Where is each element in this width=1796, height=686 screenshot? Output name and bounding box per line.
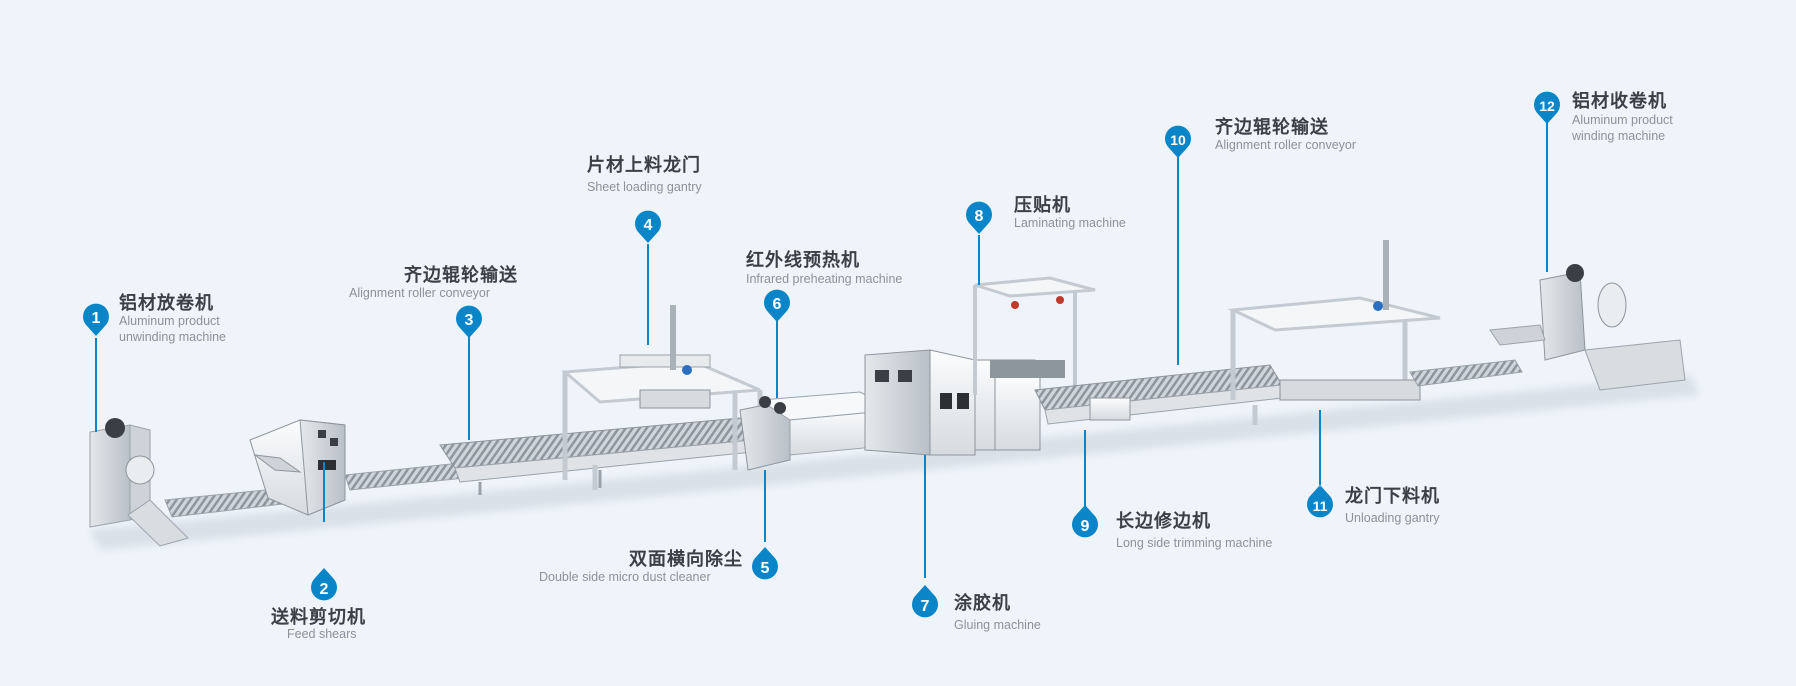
station-6-subtitle: Infrared preheating machine	[746, 272, 903, 286]
station-12-subtitle-line2: winding machine	[1572, 129, 1666, 143]
leader-lines	[95, 123, 1548, 578]
station-1-subtitle-line1: Aluminum product	[119, 314, 220, 328]
svg-text:5: 5	[761, 560, 770, 577]
station-9-title: 长边修边机	[1116, 511, 1211, 532]
svg-text:4: 4	[644, 217, 653, 234]
svg-text:1: 1	[92, 310, 101, 327]
station-7-title: 涂胶机	[954, 593, 1011, 614]
svg-text:8: 8	[975, 208, 984, 225]
station-marker-12: 12	[1534, 91, 1560, 124]
station-11-subtitle: Unloading gantry	[1345, 511, 1440, 525]
station-marker-5: 5	[752, 547, 778, 580]
station-11-title: 龙门下料机	[1345, 486, 1440, 507]
svg-text:3: 3	[465, 312, 474, 329]
station-2-subtitle: Feed shears	[287, 627, 357, 641]
svg-text:7: 7	[921, 598, 930, 615]
station-marker-8: 8	[966, 201, 992, 234]
station-2-title: 送料剪切机	[271, 607, 366, 628]
station-4-subtitle: Sheet loading gantry	[587, 180, 702, 194]
svg-text:10: 10	[1170, 132, 1186, 148]
alignment-conveyor-2	[1034, 364, 1283, 425]
station-marker-3: 3	[456, 305, 482, 338]
station-5-subtitle: Double side micro dust cleaner	[539, 570, 711, 584]
svg-text:2: 2	[320, 581, 329, 598]
laminating-machine	[973, 276, 1096, 451]
station-10-title: 齐边辊轮输送	[1215, 117, 1329, 138]
station-8-subtitle: Laminating machine	[1014, 216, 1126, 230]
unloading-gantry	[1227, 240, 1441, 425]
station-1-subtitle-line2: unwinding machine	[119, 330, 227, 344]
station-10-subtitle: Alignment roller conveyor	[1215, 138, 1357, 152]
exit-conveyor	[1409, 359, 1523, 387]
station-8-title: 压贴机	[1014, 195, 1071, 216]
station-9-subtitle: Long side trimming machine	[1116, 536, 1273, 550]
station-marker-9: 9	[1072, 505, 1098, 538]
unwinder-machine	[89, 418, 189, 547]
svg-text:11: 11	[1313, 498, 1328, 514]
station-marker-6: 6	[764, 289, 790, 322]
station-3-subtitle: Alignment roller conveyor	[349, 286, 491, 300]
station-marker-1: 1	[83, 303, 109, 336]
station-5-title: 双面横向除尘	[629, 549, 743, 570]
station-1-title: 铝材放卷机	[119, 293, 214, 314]
station-4-title: 片材上料龙门	[587, 155, 701, 176]
station-3-title: 齐边辊轮输送	[404, 265, 518, 286]
station-marker-11: 11	[1307, 485, 1333, 518]
svg-text:9: 9	[1081, 518, 1090, 535]
station-marker-4: 4	[635, 210, 661, 243]
svg-text:6: 6	[773, 296, 782, 313]
loading-gantry	[561, 305, 763, 490]
feed-shears	[249, 419, 346, 516]
station-6-title: 红外线预热机	[746, 250, 860, 271]
station-marker-2: 2	[311, 568, 337, 601]
station-7-subtitle: Gluing machine	[954, 618, 1041, 632]
station-marker-7: 7	[912, 585, 938, 618]
station-12-title: 铝材收卷机	[1572, 91, 1667, 112]
winder-machine	[1489, 264, 1686, 391]
svg-text:12: 12	[1539, 98, 1555, 114]
station-12-subtitle-line1: Aluminum product	[1572, 113, 1673, 127]
station-marker-10: 10	[1165, 125, 1191, 158]
feed-conveyor-2	[344, 462, 466, 491]
floor-shadow	[90, 375, 1700, 550]
